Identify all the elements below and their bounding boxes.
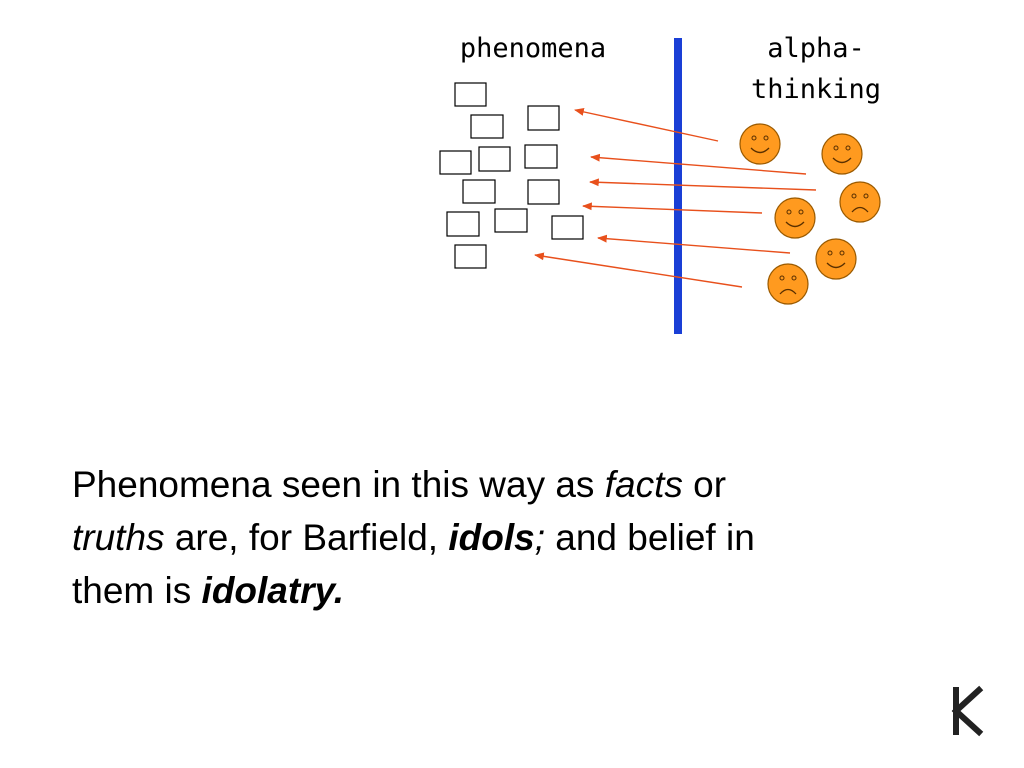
barfield-logo-icon (951, 685, 984, 737)
phenomenon-box (446, 211, 480, 237)
phenomenon-box (439, 150, 472, 175)
alpha-thinking-faces (739, 123, 881, 305)
phenomenon-box (527, 105, 560, 131)
projection-arrow (574, 108, 719, 142)
caption-idolatry: idolatry. (201, 570, 345, 611)
phenomenon-box (454, 244, 487, 269)
phenomenon-box (494, 208, 528, 233)
alpha-thinking-label-line1: alpha- (767, 33, 865, 64)
alpha-thinking-label-line2: thinking (751, 74, 881, 105)
phenomenon-box (524, 144, 558, 169)
projection-arrow (534, 252, 743, 288)
caption-semicolon: ; (534, 517, 545, 558)
phenomenon-box (527, 179, 560, 205)
caption-facts: facts (604, 464, 683, 505)
phenomenon-box (470, 114, 504, 139)
happy-face-icon (739, 123, 781, 165)
caption-part: or (682, 464, 727, 505)
phenomenon-box (551, 215, 584, 240)
projection-arrow (582, 202, 763, 214)
projection-arrow (597, 234, 791, 254)
phenomenon-box (462, 179, 496, 204)
happy-face-icon (821, 133, 863, 175)
phenomenon-box (478, 146, 511, 172)
caption-part: are, for Barfield, (164, 517, 449, 558)
projection-arrow (590, 153, 807, 175)
caption-part: and belief in (544, 517, 755, 558)
phenomena-boxes (439, 82, 584, 269)
sad-face-icon (767, 263, 809, 305)
phenomena-label: phenomena (460, 33, 606, 64)
happy-face-icon (815, 238, 857, 280)
caption-text: Phenomena seen in this way as facts or tr… (72, 458, 952, 617)
happy-face-icon (774, 197, 816, 239)
phenomenon-box (454, 82, 487, 107)
caption-part: Phenomena seen in this way as (72, 464, 605, 505)
projection-arrow (589, 178, 817, 191)
caption-truths: truths (72, 517, 165, 558)
caption-idols: idols (448, 517, 535, 558)
projection-arrows (534, 108, 817, 288)
sad-face-icon (839, 181, 881, 223)
caption-part: them is (72, 570, 202, 611)
